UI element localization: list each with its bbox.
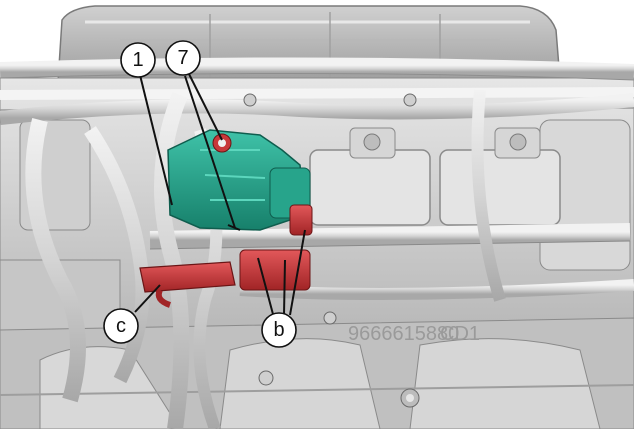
lower-manifold xyxy=(0,317,634,429)
callout-7: 7 xyxy=(165,40,201,76)
callout-b-label: b xyxy=(273,319,284,341)
callout-1: 1 xyxy=(120,42,156,78)
brand-mark-stamp: CD1 xyxy=(440,323,480,345)
part-number-stamp: 9666615880 xyxy=(348,323,459,345)
callout-7-label: 7 xyxy=(177,47,188,69)
egr-module-right xyxy=(309,127,561,226)
callout-c-label: c xyxy=(116,315,126,337)
bolts xyxy=(243,93,420,408)
callout-c: c xyxy=(103,308,139,344)
leader-lines xyxy=(134,71,306,319)
callout-1-label: 1 xyxy=(132,49,143,71)
callout-b: b xyxy=(261,312,297,348)
